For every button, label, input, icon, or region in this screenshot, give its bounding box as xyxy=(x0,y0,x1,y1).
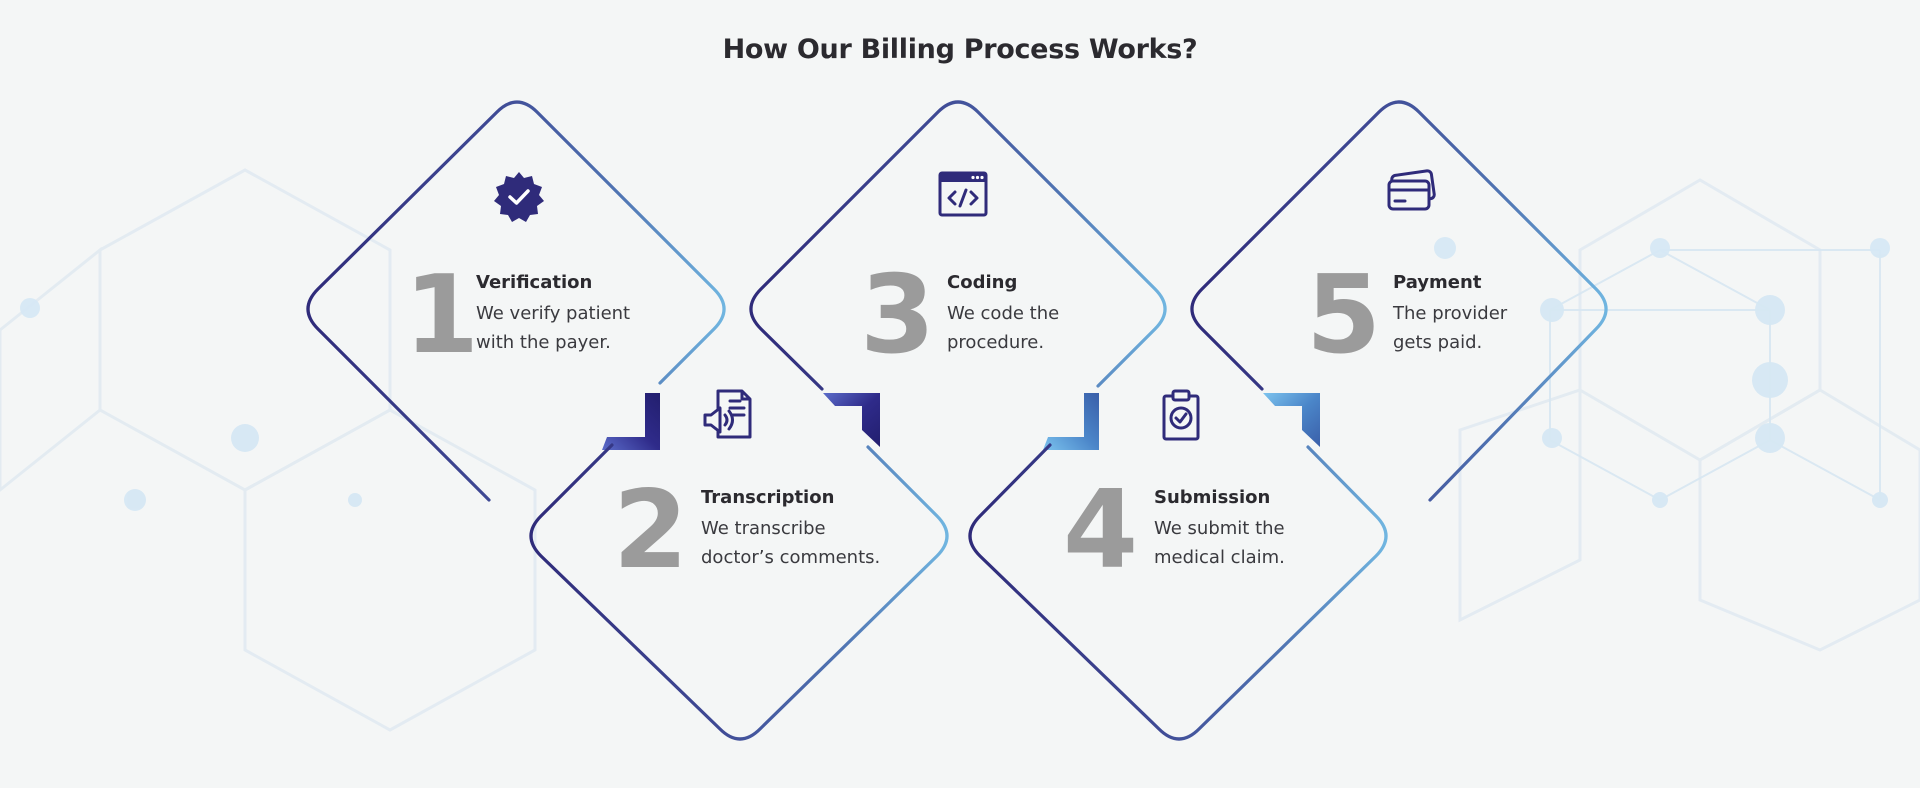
step-3-desc-line-1: We code the xyxy=(947,303,1060,324)
step-1-desc-line-2: with the payer. xyxy=(476,332,611,353)
step-4-desc-line-2: medical claim. xyxy=(1154,547,1285,568)
step-3-text: Coding We code the procedure. xyxy=(947,272,1177,357)
step-2-title: Transcription xyxy=(701,487,835,508)
step-3-title: Coding xyxy=(947,272,1018,293)
step-5-description: The provider gets paid. xyxy=(1393,299,1613,357)
step-2-desc-line-1: We transcribe xyxy=(701,518,826,539)
step-4-description: We submit the medical claim. xyxy=(1154,514,1374,572)
step-2-text: Transcription We transcribe doctor’s com… xyxy=(701,487,931,572)
step-5-desc-line-1: The provider xyxy=(1393,303,1508,324)
audio-document-icon xyxy=(702,387,758,443)
connector-2-3 xyxy=(823,393,880,447)
step-4-number: 4 xyxy=(1063,468,1139,593)
step-5-desc-line-2: gets paid. xyxy=(1393,332,1483,353)
diamond-step-2 xyxy=(529,443,949,741)
step-1-number: 1 xyxy=(404,253,480,378)
step-4-title: Submission xyxy=(1154,487,1271,508)
step-2-desc-line-2: doctor’s comments. xyxy=(701,547,881,568)
diamond-step-3 xyxy=(749,100,1167,391)
diamond-step-5 xyxy=(1190,100,1608,502)
connector-1-2 xyxy=(602,393,660,450)
code-window-icon xyxy=(935,166,991,222)
connector-4-5 xyxy=(1263,393,1320,447)
step-2-description: We transcribe doctor’s comments. xyxy=(701,514,921,572)
step-5-title: Payment xyxy=(1393,272,1482,293)
connector-3-4 xyxy=(1043,393,1099,450)
step-1-description: We verify patient with the payer. xyxy=(476,299,696,357)
step-4-text: Submission We submit the medical claim. xyxy=(1154,487,1384,572)
step-3-desc-line-2: procedure. xyxy=(947,332,1045,353)
step-1-desc-line-1: We verify patient xyxy=(476,303,631,324)
step-1-title: Verification xyxy=(476,272,593,293)
step-3-description: We code the procedure. xyxy=(947,299,1167,357)
clipboard-check-icon xyxy=(1153,387,1209,443)
step-1-text: Verification We verify patient with the … xyxy=(476,272,706,357)
step-3-number: 3 xyxy=(860,253,936,378)
verified-badge-icon xyxy=(491,169,547,225)
diamond-step-4 xyxy=(968,443,1388,741)
step-4-desc-line-1: We submit the xyxy=(1154,518,1285,539)
step-2-number: 2 xyxy=(613,468,689,593)
credit-cards-icon xyxy=(1383,165,1439,221)
step-5-number: 5 xyxy=(1306,253,1382,378)
section-title: How Our Billing Process Works? xyxy=(722,34,1198,65)
diamond-step-1 xyxy=(306,100,726,502)
step-5-text: Payment The provider gets paid. xyxy=(1393,272,1623,357)
